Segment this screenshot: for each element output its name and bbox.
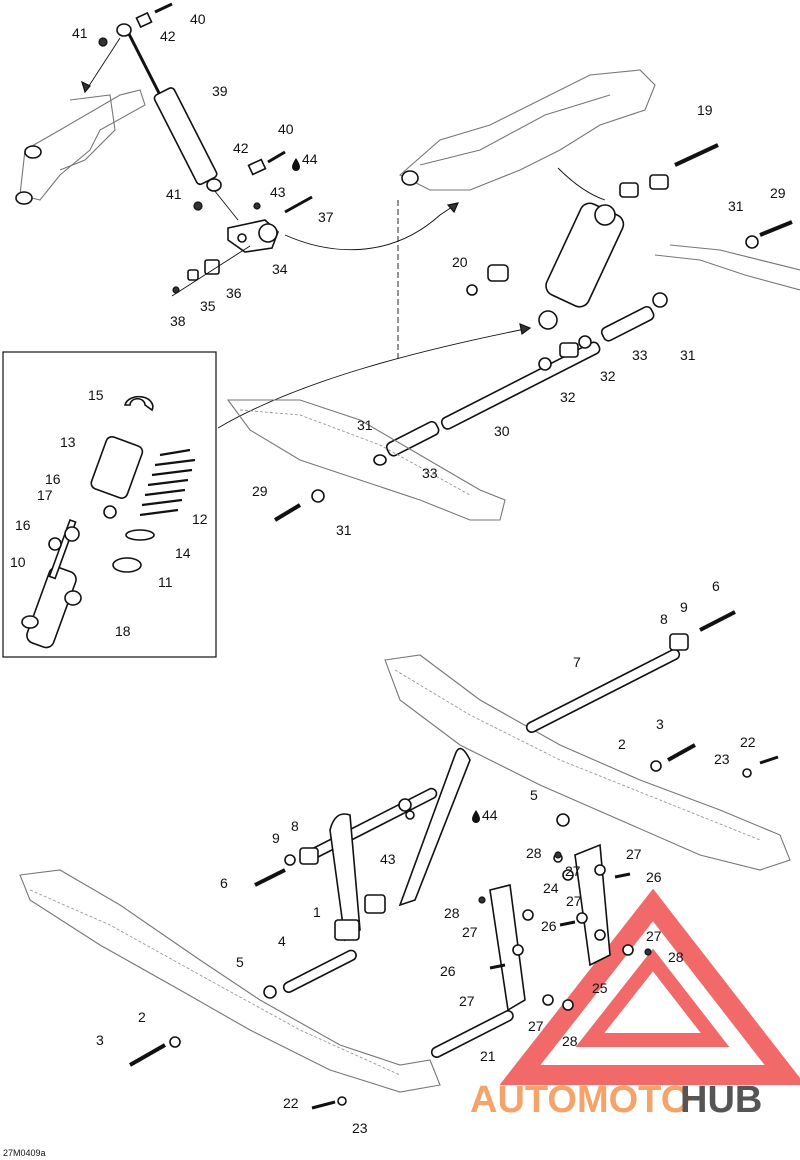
callout-30: 30 — [494, 423, 510, 439]
callout-14: 14 — [175, 545, 191, 561]
callout-27: 27 — [459, 993, 475, 1009]
watermark-text-part1: AUTOMOTO — [470, 1079, 690, 1121]
callout-31: 31 — [728, 198, 744, 214]
callout-28: 28 — [444, 905, 460, 921]
callout-11: 11 — [158, 574, 173, 590]
callout-42: 42 — [160, 28, 176, 44]
callout-2: 2 — [618, 736, 626, 752]
watermark-text-part2: HUB — [680, 1079, 762, 1121]
callout-27: 27 — [462, 924, 478, 940]
callout-32: 32 — [560, 389, 576, 405]
callout-33: 33 — [632, 347, 648, 363]
shock-detail-inset — [2, 351, 217, 658]
callout-6: 6 — [220, 875, 228, 891]
callout-29: 29 — [770, 185, 786, 201]
callout-31: 31 — [357, 417, 373, 433]
callout-43: 43 — [270, 184, 286, 200]
front-shock-39-drawing — [116, 23, 239, 221]
callout-43: 43 — [380, 851, 396, 867]
callout-28: 28 — [668, 949, 684, 965]
callout-9: 9 — [272, 830, 280, 846]
callout-41: 41 — [72, 25, 88, 41]
callout-41: 41 — [166, 186, 182, 202]
callout-31: 31 — [680, 347, 696, 363]
front-arm-1-drawing — [254, 747, 471, 942]
callout-2: 2 — [138, 1009, 146, 1025]
callout-44: 44 — [482, 807, 498, 823]
callout-22: 22 — [283, 1095, 299, 1111]
callout-26: 26 — [440, 963, 456, 979]
rod-7-drawing — [525, 610, 736, 733]
callout-7: 7 — [573, 654, 581, 670]
callout-15: 15 — [88, 387, 104, 403]
callout-28: 28 — [562, 1033, 578, 1049]
callout-1: 1 — [313, 904, 321, 920]
callout-27: 27 — [528, 1018, 544, 1034]
rod-4-21-drawing — [129, 743, 696, 1067]
callout-29: 29 — [252, 483, 268, 499]
callout-27: 27 — [646, 928, 662, 944]
callout-38: 38 — [170, 313, 186, 329]
bracket-34-drawing — [227, 202, 460, 253]
callout-27: 27 — [565, 863, 581, 879]
callout-13: 13 — [60, 434, 76, 450]
axle-assembly-drawing — [217, 220, 793, 522]
lower-rail-drawing — [19, 654, 791, 1093]
callout-32: 32 — [600, 368, 616, 384]
callout-39: 39 — [212, 83, 228, 99]
callout-18: 18 — [115, 623, 131, 639]
callout-3: 3 — [656, 716, 664, 732]
callout-24: 24 — [543, 880, 559, 896]
callout-23: 23 — [352, 1120, 368, 1136]
upper-rail-drawing — [226, 244, 800, 521]
callout-16: 16 — [15, 517, 31, 533]
oil-drop-icon — [472, 810, 480, 823]
callout-21: 21 — [480, 1048, 496, 1064]
front-arm-bracket-drawing — [15, 37, 146, 205]
callout-37: 37 — [318, 209, 334, 225]
callout-23: 23 — [714, 751, 730, 767]
callout-28: 28 — [526, 845, 542, 861]
top-hardware-drawing — [98, 2, 313, 214]
callout-22: 22 — [740, 734, 756, 750]
callout-6: 6 — [712, 578, 720, 594]
callout-31: 31 — [336, 522, 352, 538]
oil-drop-icon — [292, 158, 300, 171]
callout-20: 20 — [452, 254, 468, 270]
callout-9: 9 — [680, 599, 688, 615]
callout-26: 26 — [646, 869, 662, 885]
spring-12-drawing — [139, 448, 196, 517]
callout-8: 8 — [660, 611, 668, 627]
callout-17: 17 — [37, 487, 53, 503]
callout-12: 12 — [192, 511, 208, 527]
callout-26: 26 — [541, 918, 557, 934]
reference-code: 27M0409a — [3, 1148, 46, 1158]
rear-arm-drawing — [397, 69, 656, 360]
callout-16: 16 — [45, 471, 61, 487]
callout-44: 44 — [302, 151, 318, 167]
callout-19: 19 — [697, 102, 713, 118]
callout-4: 4 — [278, 933, 286, 949]
callout-5: 5 — [530, 787, 538, 803]
callout-5: 5 — [236, 954, 244, 970]
small-hardware-drawing — [171, 245, 251, 297]
callout-36: 36 — [226, 285, 242, 301]
rear-shock-drawing — [466, 143, 719, 330]
callout-35: 35 — [200, 298, 216, 314]
callout-27: 27 — [566, 893, 582, 909]
callout-3: 3 — [96, 1032, 104, 1048]
callout-40: 40 — [278, 121, 294, 137]
callout-42: 42 — [233, 140, 249, 156]
callout-8: 8 — [291, 818, 299, 834]
callout-34: 34 — [272, 261, 288, 277]
callout-33: 33 — [422, 465, 438, 481]
callout-labels: 40 42 41 39 40 42 44 43 41 37 34 36 35 3… — [10, 11, 786, 1136]
watermark-logo: AUTOMOTO HUB — [470, 888, 800, 1121]
callout-27: 27 — [626, 846, 642, 862]
callout-10: 10 — [10, 554, 26, 570]
callout-40: 40 — [190, 11, 206, 27]
callout-25: 25 — [592, 980, 608, 996]
link-plates-drawing — [311, 755, 779, 1110]
